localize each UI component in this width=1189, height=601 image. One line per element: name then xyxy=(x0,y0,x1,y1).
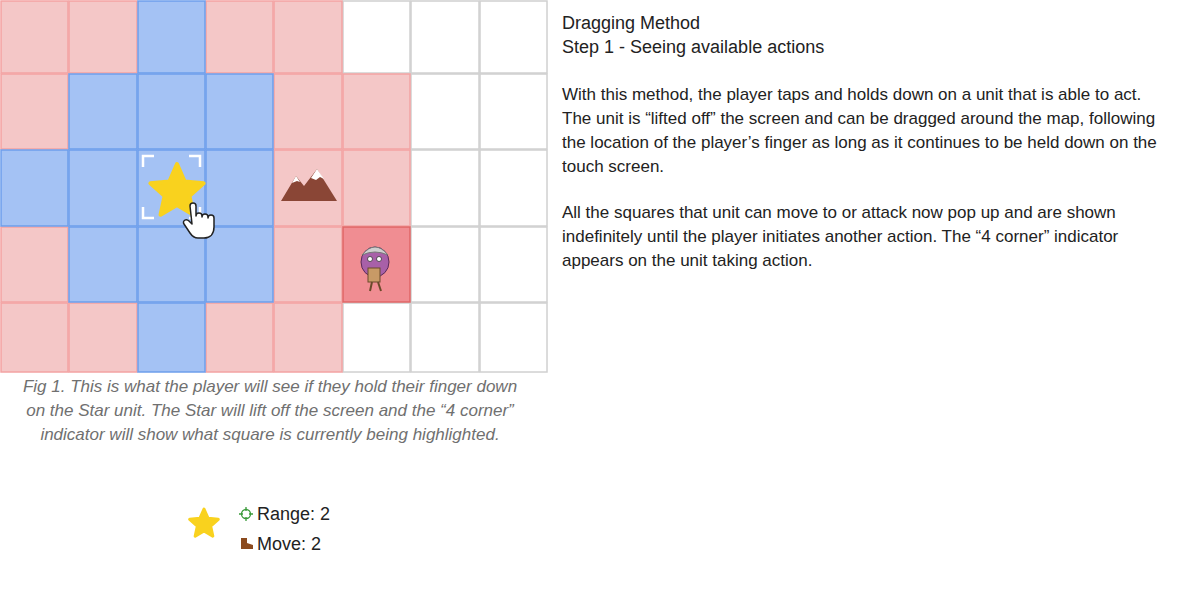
attack-cell xyxy=(1,74,68,149)
attack-cell xyxy=(274,227,342,302)
enemy-leg xyxy=(370,282,372,291)
attack-cell xyxy=(69,303,137,372)
enemy-leg xyxy=(378,282,381,291)
empty-cell xyxy=(411,150,479,226)
figure-caption-box: Fig 1. This is what the player will see … xyxy=(22,375,518,447)
corner-bracket xyxy=(189,156,200,167)
attack-cell xyxy=(1,227,68,302)
empty-cell xyxy=(411,303,479,372)
mountain-snow xyxy=(292,176,300,183)
star-legend-icon xyxy=(190,509,219,536)
attack-cell xyxy=(69,1,137,73)
move-cell xyxy=(69,74,137,149)
enemy-clipboard xyxy=(368,268,380,282)
attack-cell xyxy=(343,150,410,226)
move-cell xyxy=(138,303,205,372)
attack-cell xyxy=(206,303,273,372)
stat-label: Range: 2 xyxy=(257,502,397,526)
stat-label-box: Range: 2 xyxy=(257,502,397,526)
empty-cell xyxy=(480,1,547,73)
attack-cell xyxy=(274,303,342,372)
step-heading-box: Step 1 - Seeing available actions xyxy=(562,35,1172,59)
move-cell xyxy=(138,74,205,149)
heading: Dragging Method xyxy=(562,11,1162,35)
move-cell xyxy=(206,74,273,149)
body-paragraph: With this method, the player taps and ho… xyxy=(562,83,1174,179)
body-paragraph: All the squares that unit can move to or… xyxy=(562,201,1174,273)
move-boot-icon xyxy=(241,538,253,549)
stat-label: Move: 2 xyxy=(257,532,397,556)
empty-cell xyxy=(343,1,410,73)
corner-bracket xyxy=(143,207,154,218)
enemy-eye xyxy=(368,257,373,262)
attack-cell xyxy=(1,303,68,372)
empty-cell xyxy=(480,150,547,226)
mountain-tile xyxy=(281,169,337,201)
move-cell xyxy=(69,227,137,302)
enemy-hair xyxy=(362,247,388,255)
move-cell xyxy=(206,150,273,226)
empty-cell xyxy=(480,227,547,302)
step-heading: Step 1 - Seeing available actions xyxy=(562,35,1172,59)
heading-box: Dragging Method xyxy=(562,11,1162,35)
empty-cell xyxy=(343,303,410,372)
attack-cell xyxy=(274,1,342,73)
enemy-cell xyxy=(343,227,410,302)
game-grid xyxy=(1,1,547,372)
move-cell xyxy=(138,227,205,302)
body-paragraph-box: With this method, the player taps and ho… xyxy=(562,83,1174,179)
empty-cell xyxy=(411,74,479,149)
stat-label-box: Move: 2 xyxy=(257,532,397,556)
corner-bracket xyxy=(143,156,154,167)
empty-cell xyxy=(411,227,479,302)
range-icon xyxy=(239,507,253,521)
attack-cell xyxy=(274,150,342,226)
enemy-unit xyxy=(361,247,389,291)
body-paragraph-box: All the squares that unit can move to or… xyxy=(562,201,1174,273)
mountain-snow xyxy=(311,169,324,180)
empty-cell xyxy=(480,303,547,372)
attack-cell xyxy=(274,74,342,149)
empty-cell xyxy=(411,1,479,73)
move-cell xyxy=(1,150,68,226)
enemy-eye xyxy=(377,257,382,262)
range-ticks xyxy=(239,507,253,521)
attack-cell xyxy=(206,1,273,73)
figure-caption: Fig 1. This is what the player will see … xyxy=(22,375,518,447)
move-cell xyxy=(69,150,137,226)
hand-pointer xyxy=(183,203,214,238)
move-cell xyxy=(138,1,205,73)
move-cell xyxy=(206,227,273,302)
attack-cell xyxy=(1,1,68,73)
attack-cell xyxy=(343,74,410,149)
empty-cell xyxy=(480,74,547,149)
mountain-shape xyxy=(281,169,337,201)
